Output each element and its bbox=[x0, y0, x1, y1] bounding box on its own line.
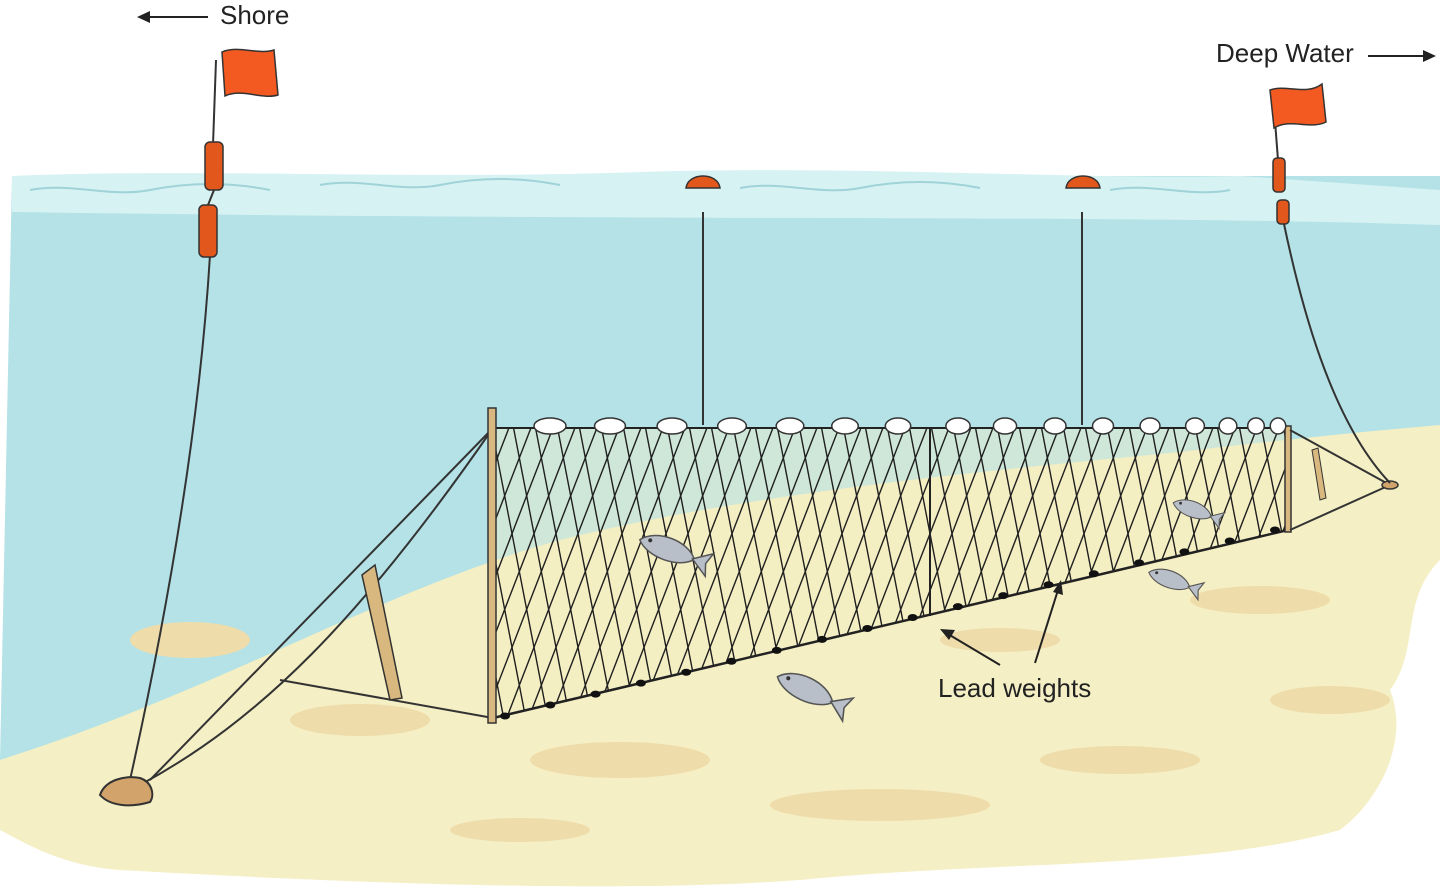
float bbox=[1091, 417, 1115, 435]
left-brace-bottom bbox=[279, 679, 494, 719]
anchor-rock-icon bbox=[98, 776, 154, 807]
float bbox=[716, 417, 748, 435]
lead-weights-label: Lead weights bbox=[938, 673, 1091, 703]
lead-weight bbox=[1043, 581, 1054, 589]
float bbox=[1139, 417, 1161, 435]
lead-weights bbox=[500, 526, 1280, 720]
deep-marker-buoy bbox=[1272, 94, 1391, 484]
lead-weight bbox=[726, 657, 737, 665]
lead-line bbox=[492, 528, 1289, 720]
fish-icon bbox=[638, 534, 716, 579]
float bbox=[1269, 417, 1287, 435]
shore-mooring-rope bbox=[129, 254, 211, 781]
right-stake bbox=[1311, 447, 1327, 501]
lead-weight bbox=[635, 679, 646, 687]
lead-weight bbox=[1134, 559, 1145, 567]
arrow-left-icon bbox=[137, 11, 150, 23]
deep-water-label: Deep Water bbox=[1216, 38, 1354, 68]
float bbox=[775, 417, 805, 435]
surface-waves bbox=[29, 178, 1231, 194]
float bbox=[831, 417, 859, 435]
flag-icon bbox=[221, 48, 279, 98]
right-anchor bbox=[1381, 480, 1399, 490]
buoy-icon bbox=[1065, 175, 1101, 189]
fish-icon bbox=[1172, 499, 1227, 530]
lead-weight bbox=[998, 592, 1009, 600]
lead-weight bbox=[1224, 537, 1235, 545]
lead-weight bbox=[1179, 548, 1190, 556]
float bbox=[1218, 417, 1238, 435]
lead-weight bbox=[907, 614, 918, 622]
lead-weight bbox=[1088, 570, 1099, 578]
lead-weight bbox=[817, 635, 828, 643]
buoy-icon bbox=[685, 175, 721, 189]
lead-weights-label-group: Lead weights bbox=[938, 580, 1091, 703]
lead-weight bbox=[545, 701, 556, 709]
shore-label-group: Shore bbox=[137, 0, 289, 30]
lead-weight bbox=[771, 646, 782, 654]
lead-weight bbox=[952, 603, 963, 611]
net-pole-left bbox=[487, 407, 497, 724]
float bbox=[945, 417, 971, 435]
float bbox=[656, 417, 688, 435]
float bbox=[1043, 417, 1067, 435]
net-floats bbox=[533, 417, 1287, 435]
right-brace bbox=[1289, 429, 1391, 531]
flag-icon bbox=[1269, 82, 1327, 130]
lead-weight bbox=[500, 712, 510, 720]
shore-marker-buoy bbox=[198, 59, 224, 258]
lead-weight bbox=[1270, 526, 1280, 534]
fish-icon bbox=[776, 672, 856, 724]
float bbox=[1184, 417, 1206, 435]
float bbox=[884, 417, 912, 435]
lead-weight bbox=[862, 624, 873, 632]
shore-label: Shore bbox=[220, 0, 289, 30]
left-stake bbox=[361, 563, 403, 701]
float bbox=[593, 417, 627, 435]
lead-weight bbox=[681, 668, 692, 676]
lead-weight bbox=[590, 690, 601, 698]
fish-icon bbox=[1148, 568, 1206, 602]
net-pole-right bbox=[1284, 425, 1292, 533]
shore-anchor-line bbox=[139, 427, 494, 786]
float bbox=[1246, 417, 1266, 435]
float bbox=[533, 417, 567, 435]
float bbox=[992, 417, 1018, 435]
left-brace-top bbox=[149, 427, 494, 781]
deep-water-label-group: Deep Water bbox=[1216, 38, 1436, 68]
arrow-right-icon bbox=[1423, 50, 1436, 62]
